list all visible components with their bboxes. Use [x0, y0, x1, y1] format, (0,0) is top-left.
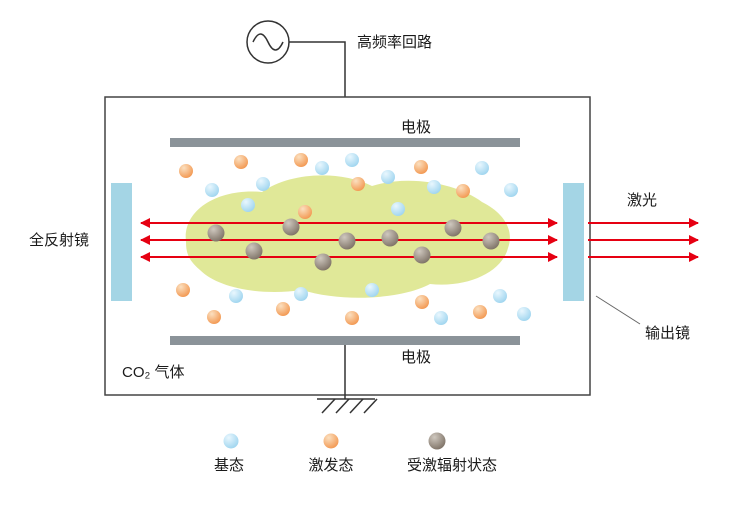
electrode-top-label: 电极 — [401, 119, 431, 136]
ground-particle — [365, 283, 379, 297]
ground-particle — [345, 153, 359, 167]
ground-particle — [315, 161, 329, 175]
particles-excited — [176, 153, 487, 325]
stimulated-particle — [338, 232, 356, 250]
excited-particle — [456, 184, 470, 198]
legend-excited-icon — [323, 433, 339, 449]
stimulated-particle — [482, 232, 500, 250]
stimulated-particle — [245, 242, 263, 260]
excited-particle — [294, 153, 308, 167]
ground-particle — [504, 183, 518, 197]
ground-particle — [205, 183, 219, 197]
ground-particle — [475, 161, 489, 175]
legend-ground-icon — [223, 433, 239, 449]
hf-wire — [289, 41, 346, 123]
legend-excited-label: 激发态 — [308, 457, 353, 474]
hf-circuit-label: 高频率回路 — [357, 34, 432, 51]
output-mirror — [563, 183, 584, 301]
stimulated-particle — [413, 246, 431, 264]
ground-particle — [427, 180, 441, 194]
excited-particle — [298, 205, 312, 219]
ground-particle — [381, 170, 395, 184]
excited-particle — [415, 295, 429, 309]
excited-particle — [276, 302, 290, 316]
electrode-bottom-label: 电极 — [401, 349, 431, 366]
ground-particle — [241, 198, 255, 212]
total-reflection-mirror-label: 全反射镜 — [29, 231, 89, 249]
ground-particle — [493, 289, 507, 303]
ground-particle — [294, 287, 308, 301]
ground-particle — [256, 177, 270, 191]
total-reflection-mirror — [111, 183, 132, 301]
ground-particle — [229, 289, 243, 303]
excited-particle — [234, 155, 248, 169]
excited-particle — [351, 177, 365, 191]
stimulated-particle — [444, 219, 462, 237]
stimulated-particle — [207, 224, 225, 242]
legend-ground-label: 基态 — [214, 457, 244, 474]
ground-particle — [434, 311, 448, 325]
stimulated-particle — [282, 218, 300, 236]
electrode-top — [170, 138, 520, 147]
output-mirror-pointer-line — [595, 295, 641, 325]
ground-particle — [391, 202, 405, 216]
gas-label: CO₂ 气体 — [122, 364, 185, 381]
legend-stimulated-icon — [428, 432, 446, 450]
ground-icon — [317, 398, 378, 414]
particles-ground — [205, 153, 531, 325]
excited-particle — [176, 283, 190, 297]
excited-particle — [179, 164, 193, 178]
laser-label: 激光 — [627, 192, 657, 209]
stimulated-particle — [314, 253, 332, 271]
sine-wave-icon — [252, 33, 284, 51]
stimulated-particle — [381, 229, 399, 247]
excited-particle — [207, 310, 221, 324]
ground-particle — [517, 307, 531, 321]
legend-stimulated-label: 受激辐射状态 — [407, 457, 497, 474]
particles-stimulated — [207, 218, 500, 271]
output-mirror-label: 输出镜 — [645, 324, 690, 342]
excited-particle — [414, 160, 428, 174]
excited-particle — [345, 311, 359, 325]
legend: 基态 激发态 受激辐射状态 — [214, 432, 497, 474]
electrode-bottom — [170, 336, 520, 345]
excited-particle — [473, 305, 487, 319]
